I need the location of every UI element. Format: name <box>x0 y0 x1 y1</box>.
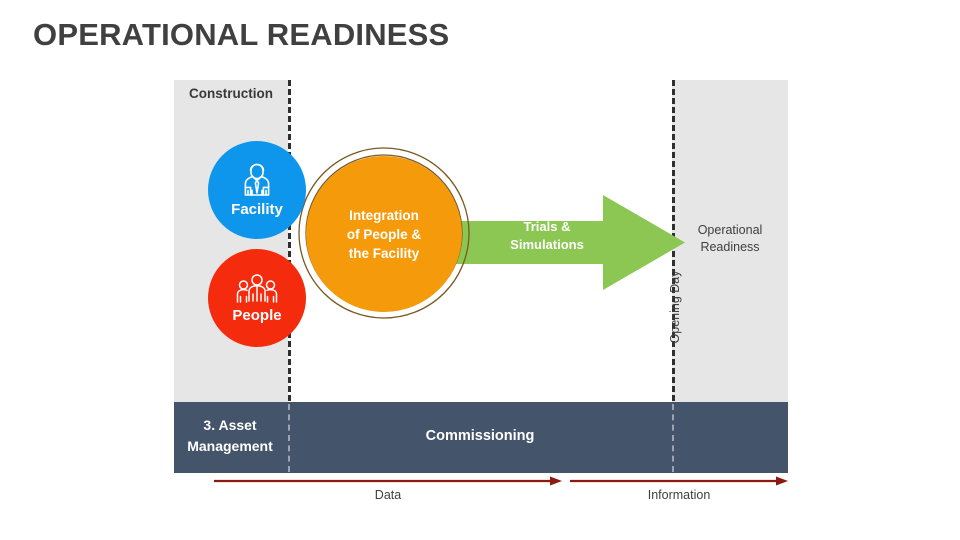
information-flow-label: Information <box>647 488 711 502</box>
construction-phase-panel <box>174 80 288 402</box>
integration-line2: of People & <box>346 226 422 242</box>
information-flow-arrow <box>570 475 788 487</box>
integration-line1: Integration <box>349 207 419 223</box>
commissioning-label: Commissioning <box>425 428 535 444</box>
people-bubble[interactable]: People <box>208 249 306 347</box>
asset-management-line1: 3. Asset <box>203 417 257 433</box>
operational-readiness-label-line2: Readiness <box>700 240 760 254</box>
trials-simulations-arrow <box>397 195 685 290</box>
operational-readiness-phase-panel <box>672 80 788 402</box>
opening-day-dashed-line <box>672 80 675 473</box>
trials-simulations-line1: Trials & <box>523 219 571 234</box>
asset-management-line2: Management <box>187 438 273 454</box>
people-bubble-label: People <box>232 307 282 324</box>
construction-phase-label: Construction <box>189 86 273 101</box>
facility-bubble[interactable]: Facility <box>208 141 306 239</box>
engineer-person-icon <box>240 162 274 198</box>
trials-simulations-line2: Simulations <box>510 237 584 252</box>
commissioning-bar-divider-left <box>288 404 290 472</box>
commissioning-bar-divider-right <box>672 404 674 472</box>
trials-simulations-label: Trials & Simulations <box>479 218 615 254</box>
data-flow-label: Data <box>374 488 402 502</box>
data-flow-arrow <box>214 475 562 487</box>
integration-line3: the Facility <box>348 245 420 261</box>
facility-bubble-label: Facility <box>231 201 283 218</box>
integration-bubble[interactable]: Integration of People & the Facility <box>306 156 462 312</box>
page-title: OPERATIONAL READINESS <box>33 17 450 52</box>
integration-bubble-label: Integration of People & the Facility <box>335 206 433 263</box>
operational-readiness-label-line1: Operational <box>697 223 763 237</box>
group-of-people-icon <box>236 272 278 304</box>
commissioning-bar <box>174 402 788 473</box>
operational-readiness-phase-label: Operational Readiness <box>672 222 788 256</box>
asset-management-label: 3. Asset Management <box>174 415 286 457</box>
